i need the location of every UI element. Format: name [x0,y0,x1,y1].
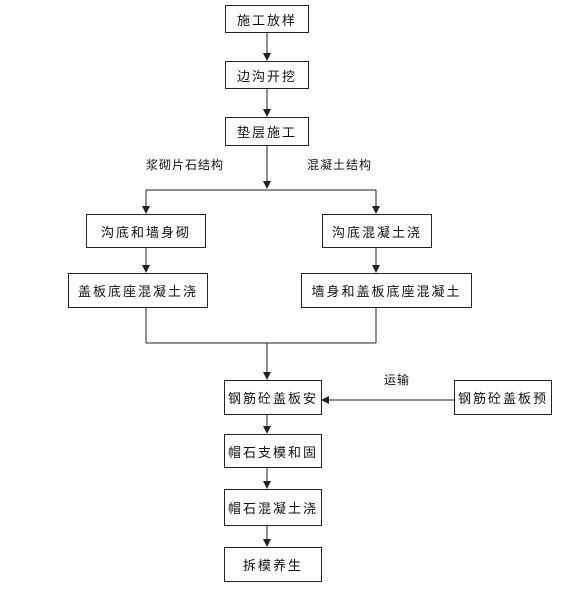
node-cover-base-concrete-pour: 盖板底座混凝土浇 [68,273,208,308]
node-cap-stone-concrete-pour: 帽石混凝土浇 [224,489,322,526]
node-cap-stone-formwork: 帽石支模和固 [224,434,322,468]
node-construction-layout: 施工放样 [225,5,309,33]
node-rc-cover-install: 钢筋砼盖板安 [224,380,322,415]
node-wall-cover-base-concrete: 墙身和盖板底座混凝土 [301,273,472,308]
node-cushion-construction: 垫层施工 [225,117,309,146]
node-side-ditch-excavation: 边沟开挖 [225,61,309,89]
node-demold-curing: 拆模养生 [224,547,322,582]
node-ditch-bottom-concrete-pour: 沟底混凝土浇 [322,214,432,248]
label-transport: 运输 [384,373,411,387]
cropped-top-text: · [70,0,150,3]
node-ditch-bottom-wall-masonry: 沟底和墙身砌 [86,214,206,248]
label-branch-concrete: 混凝土结构 [307,158,373,172]
node-rc-cover-precast: 钢筋砼盖板预 [454,380,552,415]
label-branch-masonry: 浆砌片石结构 [146,158,225,172]
